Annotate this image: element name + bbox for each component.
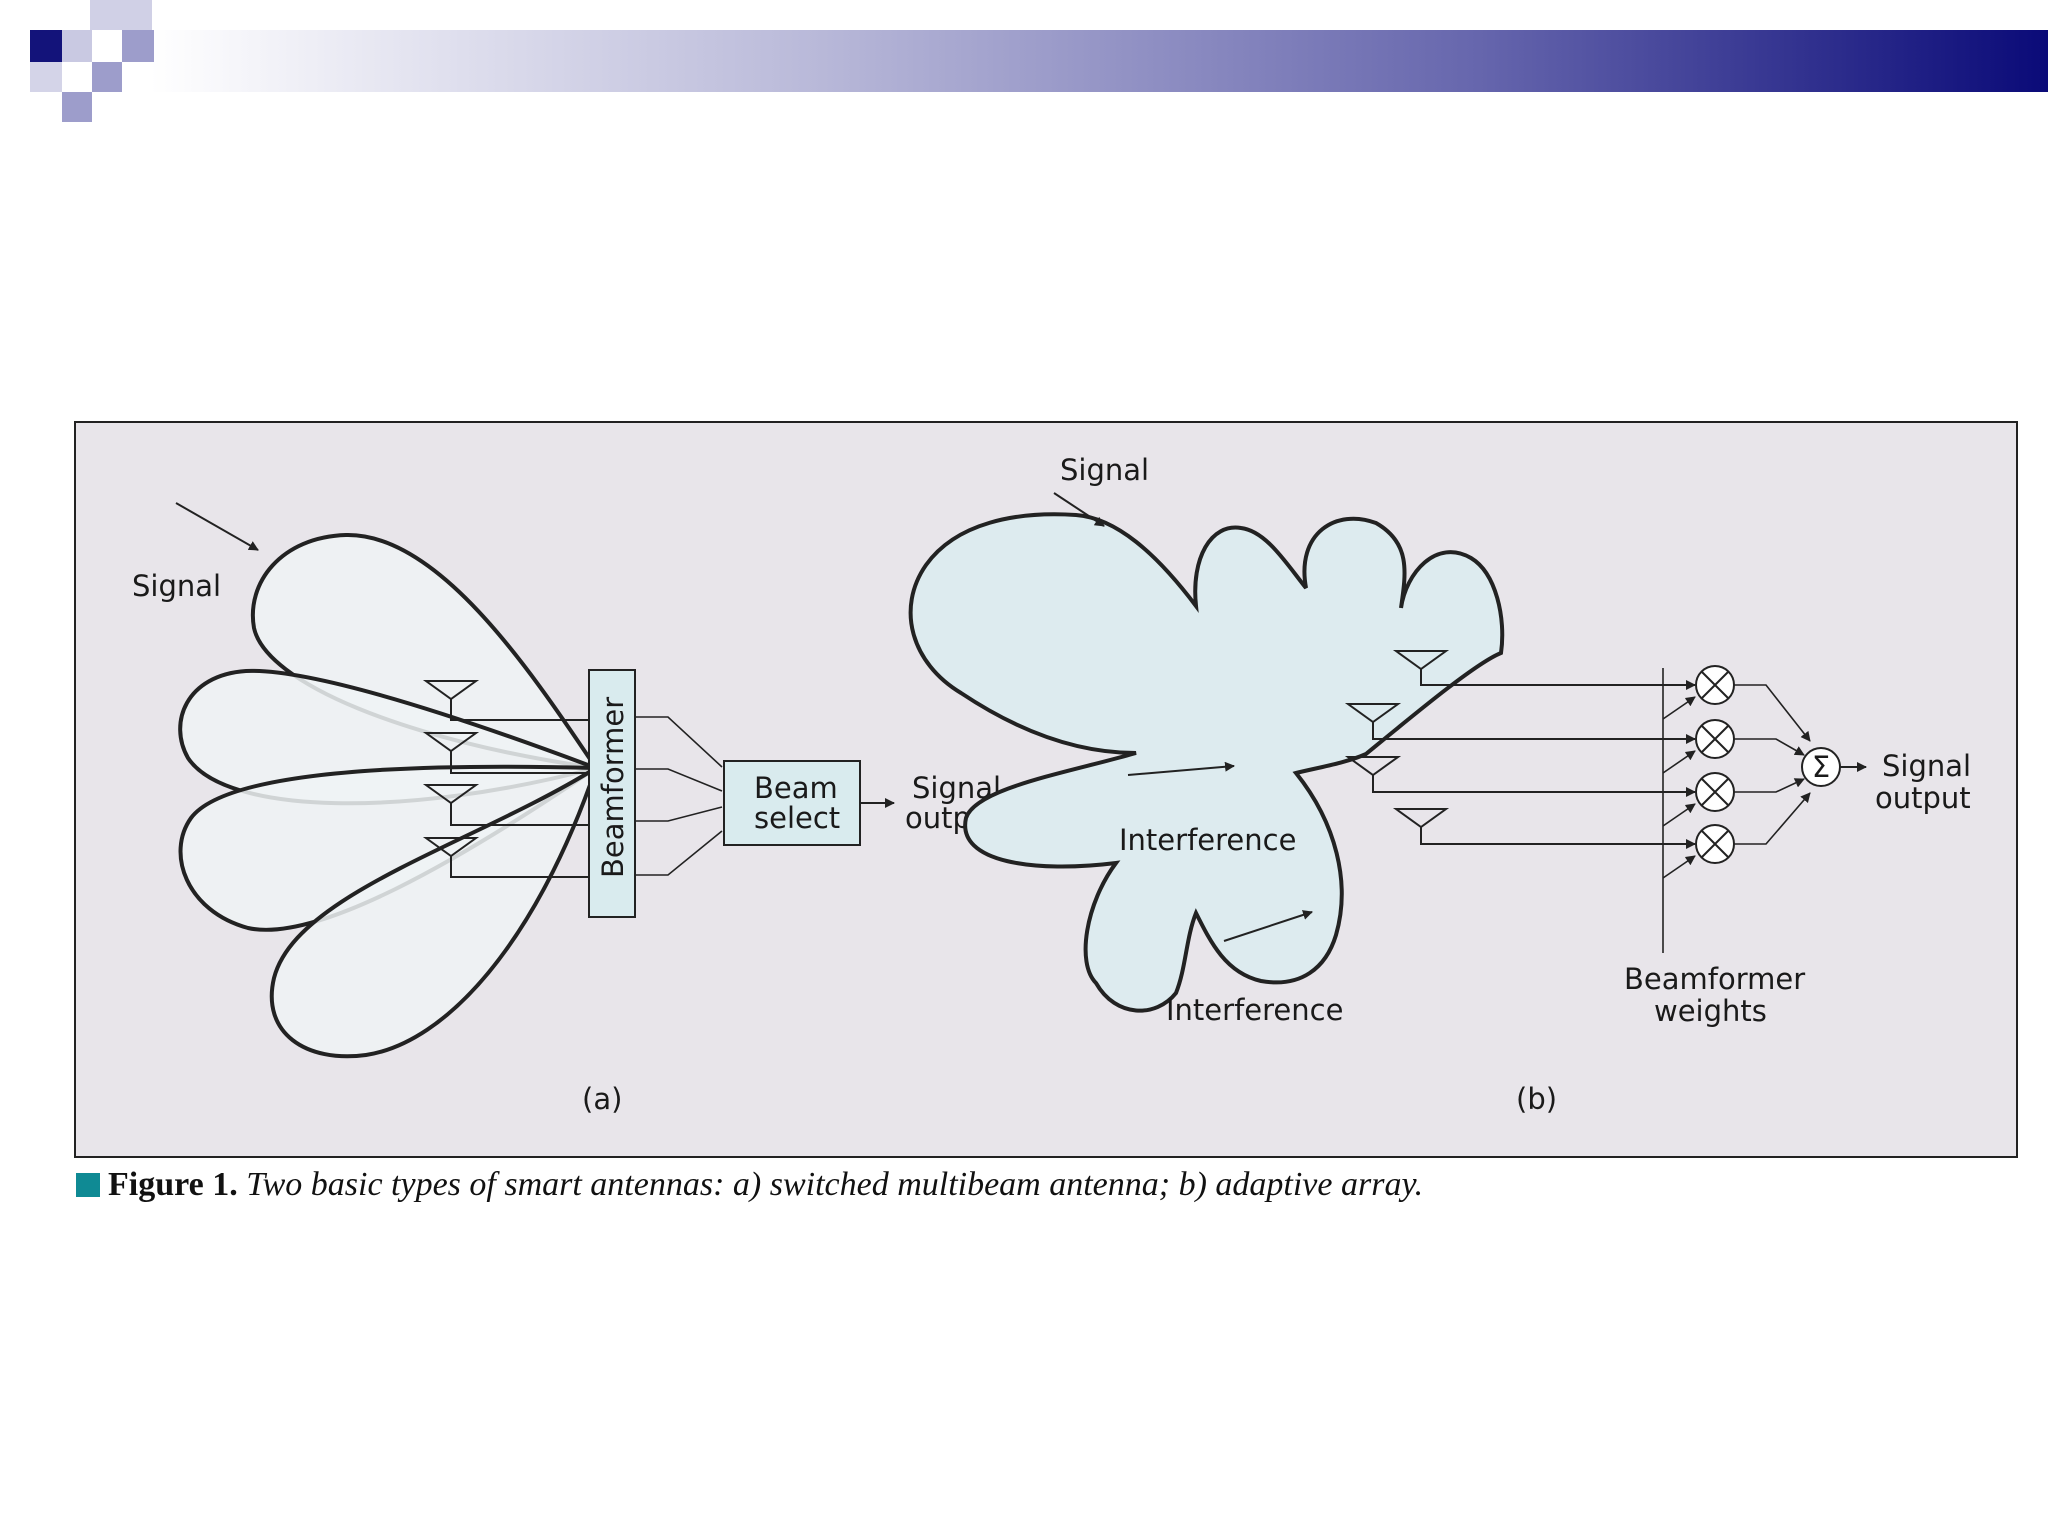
- multiplier-4: [1695, 824, 1735, 864]
- weight-feed-1: [1662, 696, 1696, 720]
- panel-label-b: (b): [1516, 1082, 1557, 1116]
- antenna-element-1: [422, 680, 589, 721]
- figure-panel: Signal Beamformer Beam select: [74, 421, 2018, 1158]
- interference-label-1: Interference: [1119, 823, 1296, 857]
- antenna-element-3: [422, 784, 589, 826]
- antenna-array-b: [1344, 650, 1676, 845]
- signal-arrow-b: [1053, 492, 1105, 527]
- summer-connections: [1734, 684, 1811, 845]
- summer-connection-4: [1734, 792, 1811, 845]
- beam-connections: [635, 716, 723, 876]
- antenna-element-4: [422, 837, 589, 878]
- header-gradient-bar: [150, 30, 2048, 92]
- multiplier-2: [1695, 719, 1735, 759]
- figure-caption: Figure 1. Two basic types of smart anten…: [76, 1166, 1423, 1204]
- antenna-element-b2: [1344, 703, 1676, 740]
- signal-label-a: Signal: [132, 569, 221, 603]
- beam-select-label-line1: Beam: [754, 771, 838, 805]
- caption-text: Two basic types of smart antennas: a) sw…: [246, 1166, 1424, 1203]
- beam-connection-1: [635, 716, 723, 768]
- header-square-top: [90, 0, 152, 30]
- signal-label-b: Signal: [1060, 453, 1149, 487]
- interference-arrow-2: [1223, 910, 1313, 942]
- antenna-element-b4: [1392, 808, 1676, 845]
- beam-lobes: [178, 532, 603, 1059]
- weight-feed-3: [1662, 803, 1696, 827]
- weights-bus: [1662, 668, 1696, 953]
- output-label-b-line1: Signal: [1882, 749, 1971, 783]
- summer-symbol: Σ: [1812, 750, 1830, 784]
- beam-select-label-line2: select: [754, 801, 840, 835]
- caption-marker-square: [76, 1173, 100, 1197]
- antenna-element-b3: [1344, 756, 1676, 793]
- caption-label: Figure 1.: [108, 1166, 238, 1203]
- header-square-light-b: [30, 62, 62, 92]
- header-square-light-a: [62, 30, 92, 62]
- diagram-b: Signal Interference Interference: [908, 453, 1971, 1116]
- multiplier-3: [1695, 772, 1735, 812]
- header-square-mid-a: [122, 30, 154, 62]
- weights-label-line2: weights: [1654, 994, 1767, 1028]
- beamformer-box: [588, 669, 636, 918]
- header-square-mid-b: [92, 62, 122, 92]
- slide-header-decoration: [30, 0, 2048, 122]
- beam-connection-2: [635, 768, 723, 792]
- weight-feed-2: [1662, 750, 1696, 774]
- antenna-element-b1: [1392, 650, 1676, 686]
- interference-arrow-1: [1127, 761, 1235, 776]
- summer-connection-3: [1734, 778, 1805, 793]
- weight-feed-4: [1662, 855, 1696, 879]
- beam-lobe-4: [269, 763, 600, 1059]
- weights-label-line1: Beamformer: [1624, 962, 1805, 996]
- signal-feed-arrows: [1671, 680, 1696, 849]
- diagram-a: Signal Beamformer Beam select: [132, 502, 1001, 1116]
- beam-connection-4: [635, 830, 723, 876]
- header-square-dark: [30, 30, 62, 62]
- output-label-b-line2: output: [1875, 781, 1971, 815]
- signal-arrow-a: [175, 502, 259, 551]
- interference-label-2: Interference: [1166, 993, 1343, 1027]
- antenna-array-a: [422, 680, 589, 878]
- summer-connection-1: [1734, 684, 1811, 742]
- antenna-element-2: [422, 732, 589, 774]
- summer-connection-2: [1734, 738, 1805, 756]
- beamformer-label: Beamformer: [596, 697, 630, 878]
- header-square-mid-c: [62, 92, 92, 122]
- multiplier-1: [1695, 665, 1735, 705]
- adaptive-pattern: [908, 512, 1505, 1013]
- multipliers: [1695, 665, 1735, 864]
- panel-label-a: (a): [582, 1082, 622, 1116]
- beam-connection-3: [635, 806, 723, 822]
